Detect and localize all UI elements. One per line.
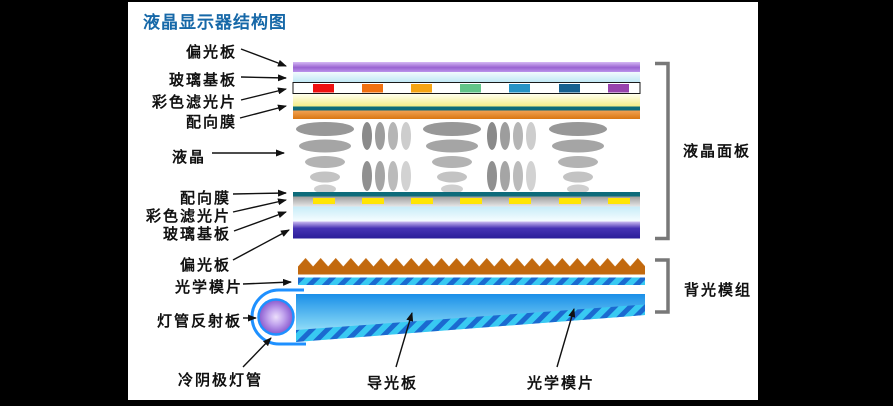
label-cold-cathode-lamp: 冷阴极灯管 bbox=[178, 372, 264, 389]
alignment-film-orange-layer bbox=[293, 110, 640, 119]
backlight-module-graphic bbox=[250, 258, 645, 346]
filter-square-green bbox=[460, 84, 481, 93]
label-glass-top: 玻璃基板 bbox=[168, 72, 237, 89]
color-filter-top-layer bbox=[292, 82, 641, 94]
label-color-filter-top: 彩色滤光片 bbox=[151, 94, 237, 111]
filter-square-purple bbox=[608, 84, 629, 93]
arrow-color-filter-bottom bbox=[232, 198, 287, 213]
prism-sheet-layer bbox=[298, 258, 645, 275]
arrow-alignment-top bbox=[239, 104, 287, 119]
panel-layer-stack bbox=[292, 62, 641, 239]
tft-square bbox=[509, 198, 531, 204]
arrow-optical-film-bottom bbox=[556, 308, 576, 368]
tft-square bbox=[460, 198, 482, 204]
filter-square-red bbox=[313, 84, 334, 93]
color-filter-bottom-layer bbox=[293, 196, 640, 207]
arrow-color-filter-top bbox=[240, 87, 287, 101]
callout-arrows bbox=[212, 48, 576, 368]
overcoat-layer bbox=[293, 94, 640, 107]
polarizer-top-layer bbox=[293, 62, 640, 72]
arrow-light-guide bbox=[395, 312, 414, 368]
filter-square-orange bbox=[362, 84, 383, 93]
arrow-glass-bottom bbox=[233, 211, 287, 232]
page-title: 液晶显示器结构图 bbox=[143, 13, 287, 32]
tft-square bbox=[608, 198, 630, 204]
label-light-guide-plate: 导光板 bbox=[367, 375, 419, 392]
optical-film-layer bbox=[298, 277, 645, 285]
label-color-filter-bottom: 彩色滤光片 bbox=[145, 208, 231, 225]
alignment-film-bottom-layer bbox=[293, 192, 640, 197]
alignment-film-top-layer bbox=[293, 106, 640, 111]
lcd-panel-bracket bbox=[655, 61, 670, 241]
filter-square-blue bbox=[509, 84, 530, 93]
tft-square bbox=[313, 198, 335, 204]
arrow-cold-cathode-lamp bbox=[242, 337, 272, 368]
tft-square bbox=[559, 198, 581, 204]
tft-square bbox=[362, 198, 384, 204]
liquid-crystal-region bbox=[296, 122, 607, 194]
label-optical-film-top: 光学模片 bbox=[174, 279, 243, 296]
cold-cathode-lamp-shape bbox=[257, 298, 295, 336]
tft-square bbox=[411, 198, 433, 204]
label-lamp-reflector: 灯管反射板 bbox=[156, 313, 242, 330]
polarizer-bottom-layer bbox=[293, 221, 640, 239]
label-polarizer-bottom: 偏光板 bbox=[179, 257, 231, 274]
light-guide-plate-shape bbox=[296, 294, 645, 342]
label-liquid-crystal: 液晶 bbox=[171, 149, 206, 166]
arrow-polarizer-top bbox=[240, 48, 287, 67]
filter-square-amber bbox=[411, 84, 432, 93]
label-polarizer-top: 偏光板 bbox=[185, 44, 237, 61]
label-alignment-top: 配向膜 bbox=[185, 114, 237, 131]
glass-substrate-bottom-layer bbox=[293, 206, 640, 222]
label-optical-film-bottom: 光学模片 bbox=[527, 375, 596, 392]
glass-substrate-top-layer bbox=[293, 72, 640, 83]
backlight-bracket bbox=[655, 258, 670, 314]
arrow-optical-film-top bbox=[242, 278, 292, 286]
arrow-polarizer-bottom bbox=[232, 229, 290, 261]
light-guide-bottom-film bbox=[296, 304, 645, 342]
filter-square-navy bbox=[559, 84, 580, 93]
group-brackets bbox=[655, 61, 670, 314]
arrow-glass-top bbox=[240, 74, 287, 82]
arrow-alignment-bottom bbox=[232, 189, 287, 197]
label-alignment-bottom: 配向膜 bbox=[179, 190, 231, 207]
label-glass-bottom: 玻璃基板 bbox=[162, 226, 231, 243]
label-backlight-group: 背光模组 bbox=[684, 282, 753, 299]
label-lcd-panel-group: 液晶面板 bbox=[683, 143, 752, 160]
